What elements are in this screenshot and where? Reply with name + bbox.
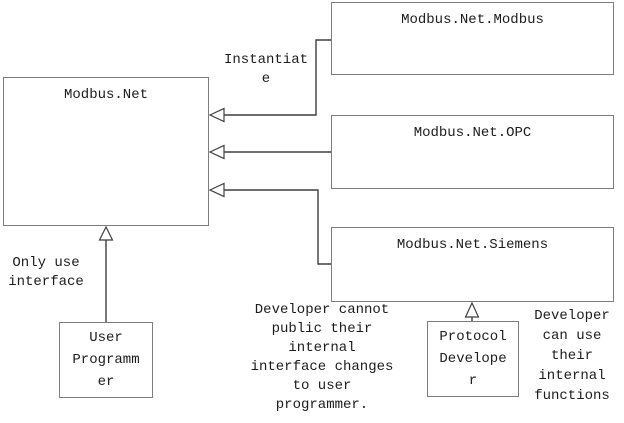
modbus-net-label: Modbus.Net (63, 87, 148, 103)
open-triangle-arrowhead (98, 225, 114, 241)
modbus-net-box: Modbus.Net (3, 77, 209, 226)
user-programmer-box: User Programm er (59, 322, 153, 398)
modbus-net-modbus-label: Modbus.Net.Modbus (401, 12, 544, 28)
instantiate-annotation: Instantiat e (223, 52, 308, 87)
modbus-net-siemens-box: Modbus.Net.Siemens (331, 227, 614, 302)
modbus-net-opc-label: Modbus.Net.OPC (413, 125, 532, 141)
arrow-opc-to-modbusnet (208, 144, 331, 160)
only-use-interface-annotation: Only use interface (8, 255, 84, 290)
modbus-net-opc-box: Modbus.Net.OPC (331, 115, 614, 189)
open-triangle-arrowhead (208, 182, 225, 198)
arrow-siemens-to-modbusnet (208, 182, 331, 265)
arrow-protocol-to-siemens (464, 301, 480, 321)
open-triangle-arrowhead (208, 144, 225, 160)
arrow-user-to-modbusnet (98, 225, 114, 322)
open-triangle-arrowhead (464, 301, 480, 318)
modbus-net-modbus-box: Modbus.Net.Modbus (331, 2, 614, 75)
open-triangle-arrowhead (208, 107, 225, 123)
modbus-net-siemens-label: Modbus.Net.Siemens (396, 237, 549, 253)
developer-cannot-annotation: Developer cannot public their internal i… (250, 302, 394, 413)
user-programmer-label: User Programm er (72, 330, 140, 390)
protocol-developer-box: Protocol Develope r (427, 321, 519, 397)
developer-can-use-annotation: Developer can use their internal functio… (534, 308, 610, 404)
arrow-modbus-to-modbusnet (208, 39, 331, 123)
protocol-developer-label: Protocol Develope r (439, 329, 507, 389)
